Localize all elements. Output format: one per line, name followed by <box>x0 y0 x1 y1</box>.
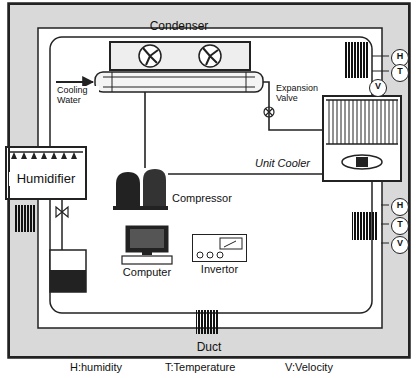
sensor-leader <box>381 224 389 225</box>
humidifier-box: Humidifier <box>5 146 87 200</box>
invertor: Invertor <box>192 234 247 262</box>
refrigerant-pipe <box>263 82 322 130</box>
node-label: H <box>392 199 408 211</box>
node-label: Invertor <box>201 263 238 275</box>
computer-drawing <box>142 252 152 255</box>
humidifier-drawing <box>5 146 87 292</box>
sensor-block <box>196 310 218 334</box>
humidifier-drawing <box>50 250 86 292</box>
unit-cooler-drawing <box>326 99 398 101</box>
compressor-drawing <box>143 169 166 208</box>
humidifier-drawing <box>50 270 86 292</box>
node-label: V <box>370 80 386 92</box>
condenser-drawing <box>112 72 113 92</box>
invertor-drawing <box>207 252 213 258</box>
node-label: Humidifier <box>9 172 83 186</box>
compressor-drawing <box>116 172 140 208</box>
sensor-circle: V <box>369 79 387 97</box>
sensor-circle: H <box>391 198 409 216</box>
sensor-leader <box>381 205 389 206</box>
invertor-drawing <box>217 252 223 258</box>
condenser-drawing <box>95 72 263 92</box>
compressor: Compressor <box>113 168 168 210</box>
computer-drawing <box>122 256 172 264</box>
condenser-drawing <box>143 48 158 65</box>
unit-cooler-drawing <box>326 143 398 145</box>
duct-wall <box>8 3 410 358</box>
unit-cooler-drawing <box>326 100 398 144</box>
sensor-circle: T <box>391 217 409 235</box>
unit-cooler-drawing <box>356 157 368 167</box>
condenser-drawing <box>110 42 250 70</box>
node-label: T <box>392 218 408 230</box>
condenser-drawing <box>139 45 161 67</box>
condenser: Condenser <box>95 42 263 92</box>
sensor-leader <box>372 71 389 72</box>
duct-wall <box>8 3 410 358</box>
humidifier-drawing <box>5 146 87 200</box>
node-label: Compressor <box>172 192 232 204</box>
unit-cooler-drawing <box>322 95 402 182</box>
condenser-drawing <box>95 42 263 92</box>
refrigerant-pipe <box>144 92 146 168</box>
compressor-drawing <box>113 169 168 210</box>
sensor-leader <box>381 243 389 244</box>
condenser-drawing <box>203 48 218 65</box>
compressor-drawing <box>113 206 168 210</box>
humidifier-drawing <box>56 207 68 217</box>
computer: Computer <box>122 226 172 264</box>
sensor-block <box>14 42 378 334</box>
node-label: Unit Cooler <box>255 157 310 169</box>
cooling-water-arrow <box>56 81 93 83</box>
invertor-drawing <box>220 238 242 249</box>
unit-cooler-drawing <box>322 95 402 182</box>
node-label: Computer <box>123 266 171 278</box>
humidifier-drawing <box>61 200 63 250</box>
sensor-circle: V <box>391 236 409 254</box>
unit-cooler: Unit Cooler <box>322 95 402 182</box>
invertor-drawing <box>197 252 203 258</box>
invertor-drawing <box>197 238 242 258</box>
sensor-block <box>14 205 36 232</box>
cooling-water-arrow <box>56 82 93 83</box>
humidifier-drawing <box>9 151 83 153</box>
sensor-leader <box>372 56 389 57</box>
sensor-circle: T <box>391 64 409 82</box>
invertor-drawing <box>224 241 236 247</box>
computer-drawing <box>130 229 164 248</box>
condenser-drawing <box>246 72 247 92</box>
sensor-block <box>352 212 378 240</box>
unit-cooler-drawing <box>342 155 382 169</box>
humidifier-drawing <box>11 152 77 159</box>
sensor-block <box>344 42 368 78</box>
legend-text: V:Velocity <box>285 361 333 373</box>
node-label: Condenser <box>150 20 209 33</box>
node-label: Duct <box>195 341 224 354</box>
node-label: V <box>392 237 408 249</box>
computer-drawing <box>126 226 168 252</box>
condenser-drawing <box>103 87 255 88</box>
condenser-drawing <box>103 77 255 78</box>
condenser-drawing <box>199 45 221 67</box>
computer-drawing <box>122 226 172 264</box>
part-label: Expansion Valve <box>276 84 320 104</box>
refrigerant-pipe <box>168 173 322 175</box>
legend-text: H:humidity <box>70 361 122 373</box>
node-label: H <box>392 50 408 62</box>
node-label: T <box>392 65 408 77</box>
legend-text: T:Temperature <box>165 361 235 373</box>
duct: Duct CondenserHumidifier Unit CoolerCompre… <box>8 3 410 358</box>
part-label: Cooling Water <box>57 86 99 106</box>
